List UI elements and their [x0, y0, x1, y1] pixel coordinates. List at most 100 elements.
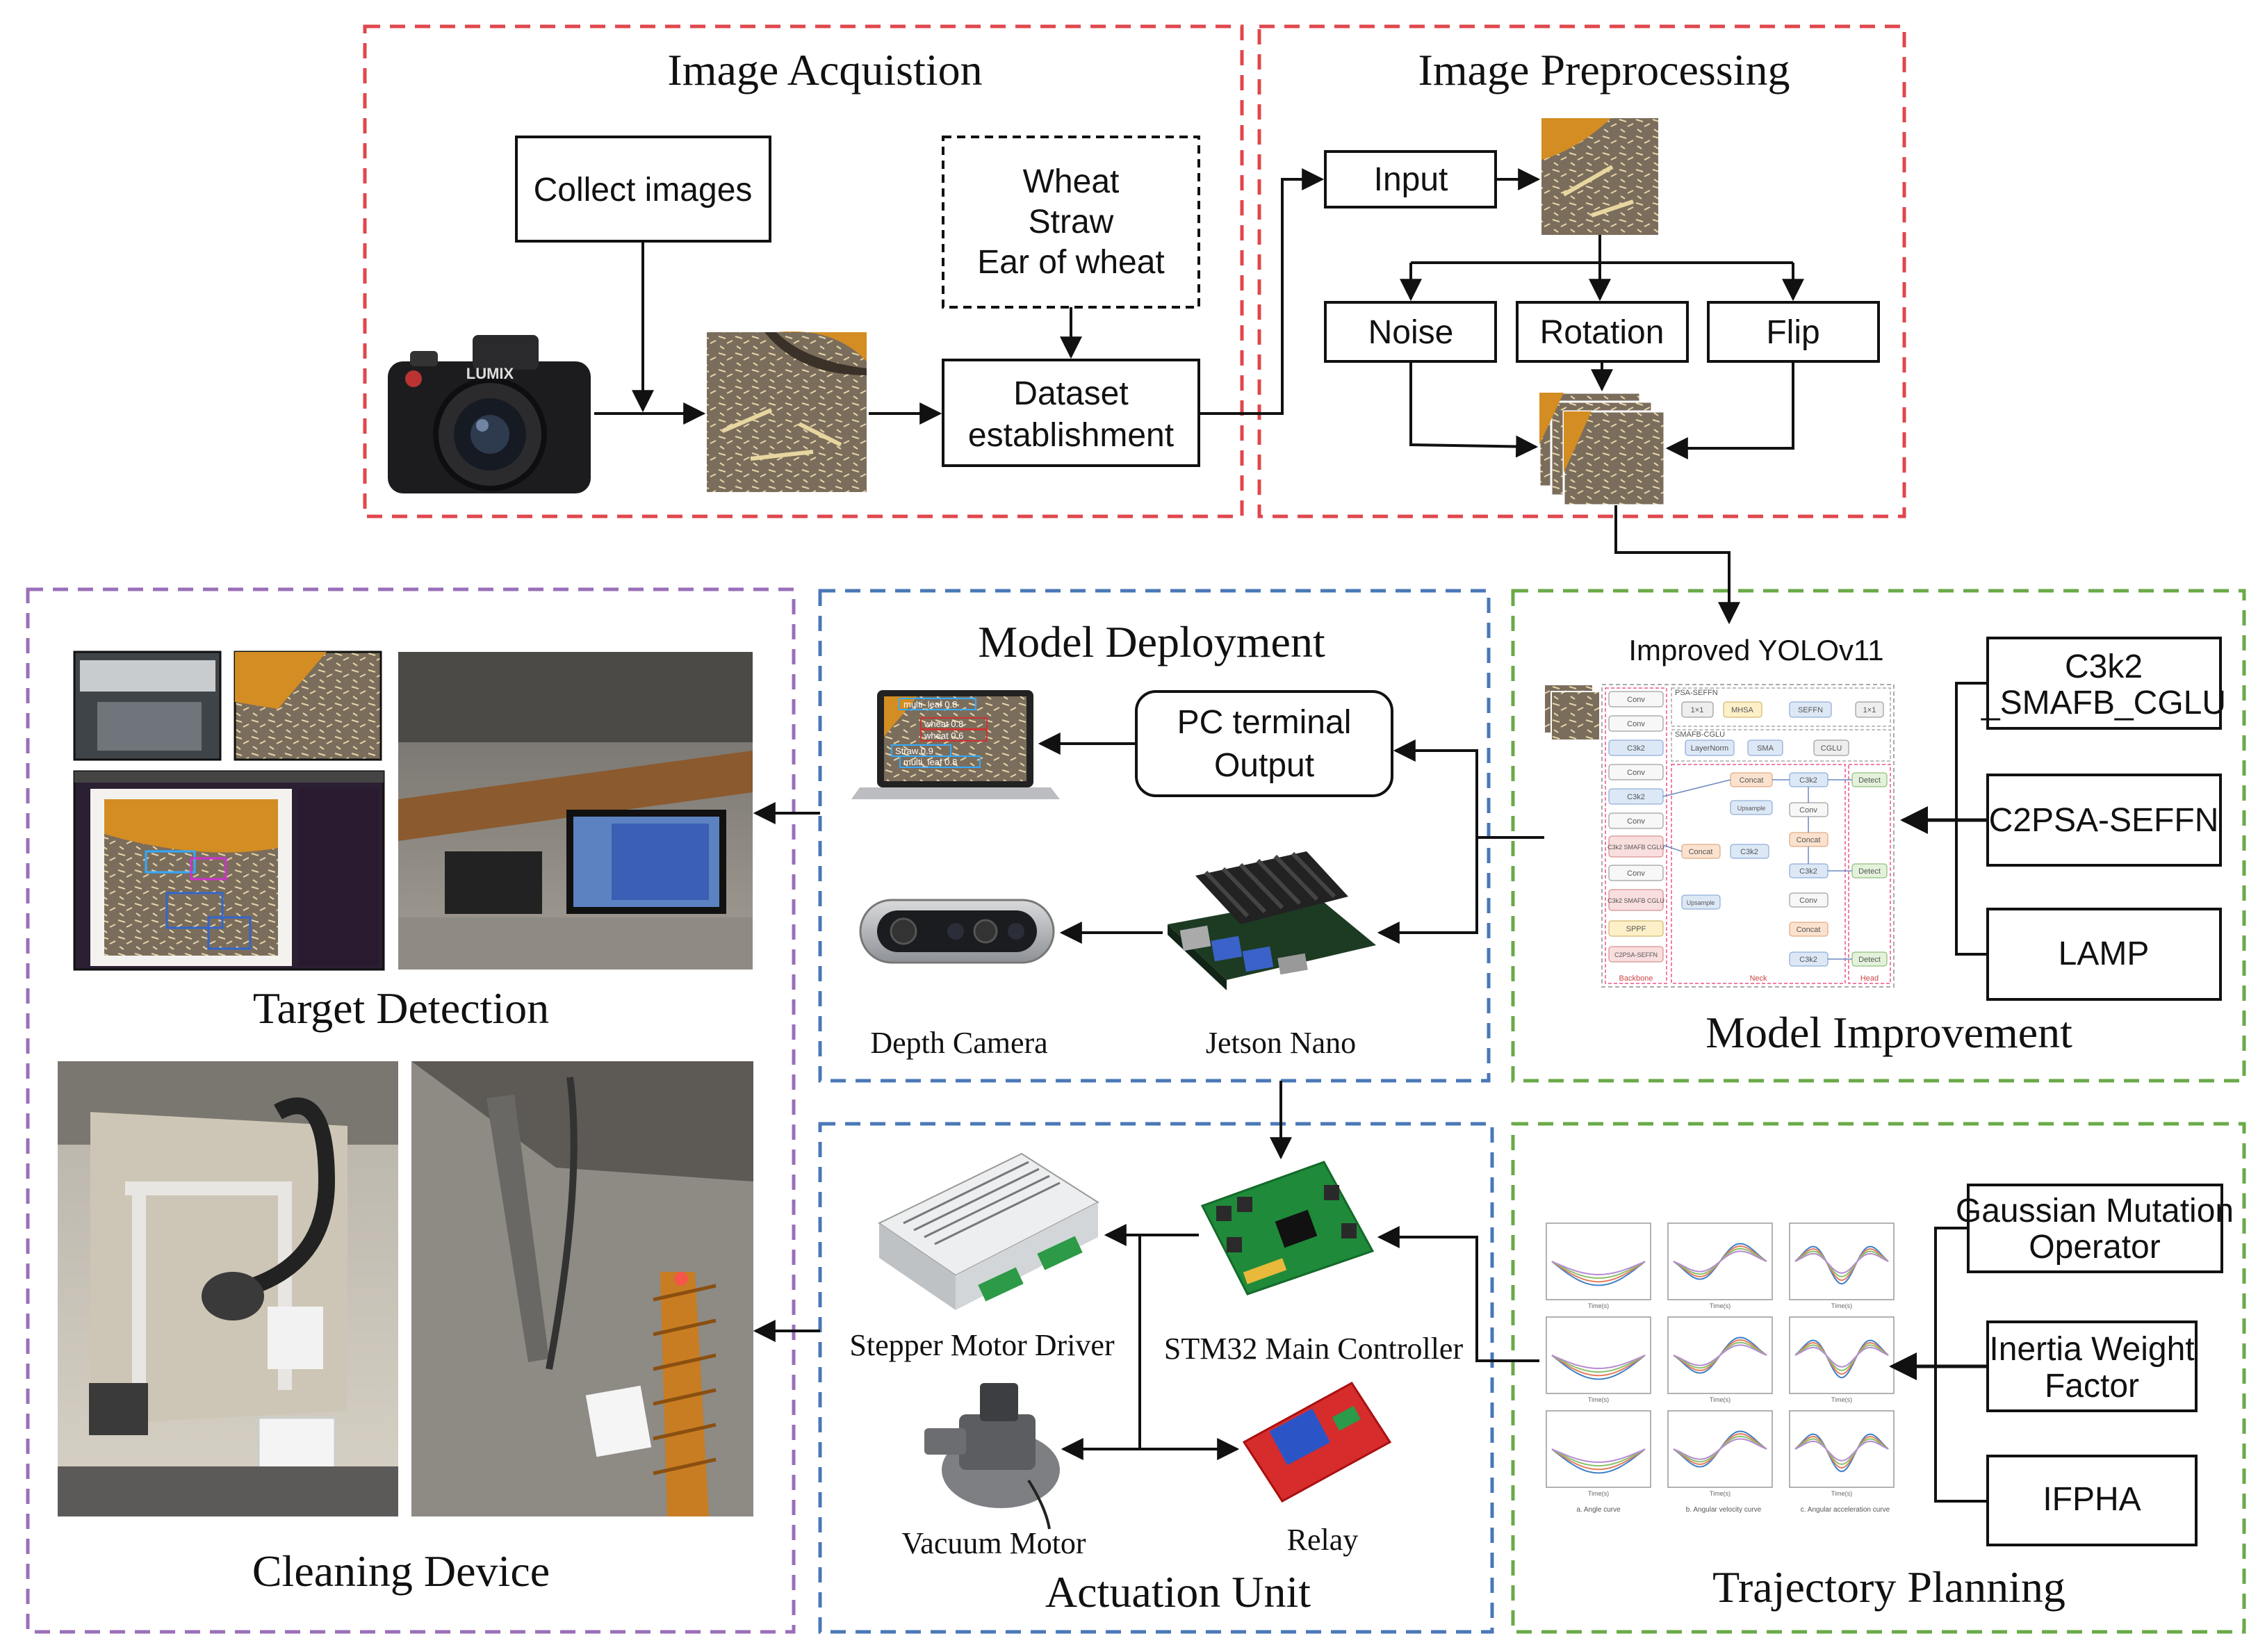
- svg-text:C3k2 SMAFB CGLU: C3k2 SMAFB CGLU: [1607, 844, 1664, 851]
- svg-text:Conv: Conv: [1799, 806, 1817, 815]
- neck-block: C3k2: [1730, 844, 1769, 859]
- psa-op: 1×1: [1681, 701, 1714, 718]
- method-inertia-box: [1986, 1320, 2198, 1412]
- neck-block: C3k2: [1789, 772, 1829, 787]
- arrow-dataset-to-input: [1199, 168, 1325, 415]
- mini-plot-curve: [1551, 1261, 1646, 1279]
- svg-text:C3k2: C3k2: [1799, 776, 1817, 785]
- trajectory-plots: Time(s)Time(s)Time(s)Time(s)Time(s)Time(…: [1546, 1222, 1895, 1514]
- detection-photo-setup: [398, 652, 753, 970]
- section-title-image-preprocessing: Image Preprocessing: [1418, 45, 1790, 95]
- camera-icon: LUMIX: [388, 335, 591, 493]
- mini-plot-xlabel: Time(s): [1831, 1490, 1852, 1497]
- cleaning-photo-interior: [411, 1061, 753, 1516]
- method-gaussian-line1: Gaussian Mutation: [1956, 1193, 2234, 1229]
- head-block: Detect: [1851, 772, 1888, 787]
- smafb-op: CGLU: [1813, 739, 1849, 756]
- svg-text:Concat: Concat: [1797, 836, 1821, 844]
- mini-plot-curve: [1551, 1261, 1646, 1283]
- stm32-label: STM32 Main Controller: [1164, 1332, 1464, 1366]
- svg-text:C3k2: C3k2: [1627, 793, 1645, 801]
- module-lamp-label: LAMP: [2059, 935, 2150, 972]
- neck-block: Concat: [1730, 772, 1773, 787]
- cleaning-photo-machine: [58, 1061, 398, 1516]
- class-wheat-label: Wheat: [1023, 163, 1120, 200]
- method-ifpha-label: IFPHA: [2043, 1481, 2141, 1518]
- mini-plot-frame: [1789, 1222, 1895, 1300]
- stepper-driver-label: Stepper Motor Driver: [849, 1328, 1115, 1362]
- mini-plot-curve: [1673, 1344, 1767, 1366]
- svg-text:SPPF: SPPF: [1626, 925, 1646, 933]
- yolo-network-diagram: PSA-SEFFN SMAFB-CGLU Conv Conv C3k2 Conv…: [1544, 684, 1895, 988]
- mini-plot-curve: [1551, 1448, 1646, 1471]
- mini-plot-curve: [1794, 1250, 1889, 1277]
- smafb-op: SMA: [1747, 739, 1783, 756]
- section-title-trajectory-planning: Trajectory Planning: [1712, 1562, 2065, 1612]
- mini-plot-curve: [1551, 1355, 1646, 1369]
- mini-plot-xlabel: Time(s): [1588, 1396, 1609, 1403]
- stepper-driver-icon: [878, 1152, 1100, 1310]
- svg-text:SEFFN: SEFFN: [1798, 706, 1823, 714]
- section-title-model-deployment: Model Deployment: [978, 617, 1325, 666]
- relay-label: Relay: [1287, 1523, 1359, 1557]
- panel-actuation-unit: [818, 1122, 1494, 1634]
- collect-images-label: Collect images: [534, 172, 753, 208]
- section-title-cleaning-device: Cleaning Device: [252, 1546, 550, 1596]
- head-block: Detect: [1851, 863, 1888, 878]
- svg-text:Detect: Detect: [1858, 867, 1881, 876]
- input-box: [1324, 150, 1497, 208]
- mini-plot-curve: [1551, 1448, 1646, 1463]
- vacuum-motor-icon: [924, 1383, 1060, 1530]
- mini-plot-curve: [1551, 1448, 1646, 1467]
- svg-text:C3k2: C3k2: [1740, 848, 1758, 856]
- smafb-op: LayerNorm: [1685, 739, 1735, 756]
- neck-block: Concat: [1789, 922, 1829, 937]
- panel-image-acquisition: [363, 24, 1244, 518]
- neck-block: Conv: [1789, 802, 1829, 817]
- svg-text:C3k2: C3k2: [1799, 867, 1817, 876]
- class-ear-of-wheat-label: Ear of wheat: [977, 244, 1164, 281]
- svg-text:Detect: Detect: [1858, 956, 1881, 964]
- neck-block: Concat: [1789, 832, 1829, 847]
- neck-block: Upsample: [1681, 894, 1721, 910]
- mini-plot-curve: [1794, 1440, 1889, 1462]
- svg-text:MHSA: MHSA: [1731, 706, 1753, 714]
- backbone-block: C3k2 SMAFB CGLU: [1607, 889, 1664, 911]
- arrow-stack-to-model: [1614, 505, 1740, 625]
- mini-plot-curve: [1794, 1248, 1889, 1282]
- svg-text:CGLU: CGLU: [1821, 744, 1842, 753]
- neck-block: C3k2: [1789, 951, 1829, 967]
- rotation-box: [1516, 301, 1689, 363]
- detection-photo-machine: [73, 651, 222, 761]
- smafb-header-label: SMAFB-CGLU: [1675, 730, 1725, 739]
- mini-plot-curve: [1794, 1438, 1889, 1465]
- psa-op: 1×1: [1855, 701, 1884, 718]
- svg-text:C2PSA-SEFFN: C2PSA-SEFFN: [1614, 951, 1658, 958]
- mini-plot-curve: [1551, 1355, 1646, 1377]
- input-label: Input: [1374, 161, 1448, 198]
- mini-plot-frame: [1546, 1222, 1651, 1300]
- svg-text:Detect: Detect: [1858, 776, 1881, 785]
- mini-plot-curve: [1551, 1261, 1646, 1286]
- backbone-block: Conv: [1608, 865, 1664, 881]
- mini-plot-curve: [1673, 1250, 1767, 1273]
- screen-label: wheat 0.8: [924, 719, 963, 729]
- class-straw-label: Straw: [1029, 204, 1114, 240]
- wheat-sample-photo: [707, 331, 867, 492]
- arrow-yolo-to-pc: [1393, 739, 1544, 839]
- detection-screenshot: [73, 770, 385, 971]
- method-inertia-line2: Factor: [2045, 1368, 2139, 1405]
- flip-label: Flip: [1766, 314, 1819, 351]
- neck-block: Upsample: [1730, 800, 1773, 815]
- svg-text:C3k2: C3k2: [1627, 744, 1645, 753]
- method-ifpha-box: [1986, 1455, 2198, 1546]
- relay-icon: [1242, 1382, 1392, 1503]
- mini-plot-xlabel: Time(s): [1831, 1396, 1852, 1403]
- module-c3k2-line1: C3k2: [2065, 648, 2143, 685]
- arrow-yolo-to-jetson: [1377, 837, 1478, 944]
- svg-text:Conv: Conv: [1627, 696, 1645, 704]
- mini-plot-curve: [1551, 1261, 1646, 1275]
- backbone-block: Conv: [1608, 691, 1664, 708]
- mini-plot-xlabel: Time(s): [1710, 1396, 1731, 1403]
- module-c2psa-label: C2PSA-SEFFN: [1989, 802, 2219, 839]
